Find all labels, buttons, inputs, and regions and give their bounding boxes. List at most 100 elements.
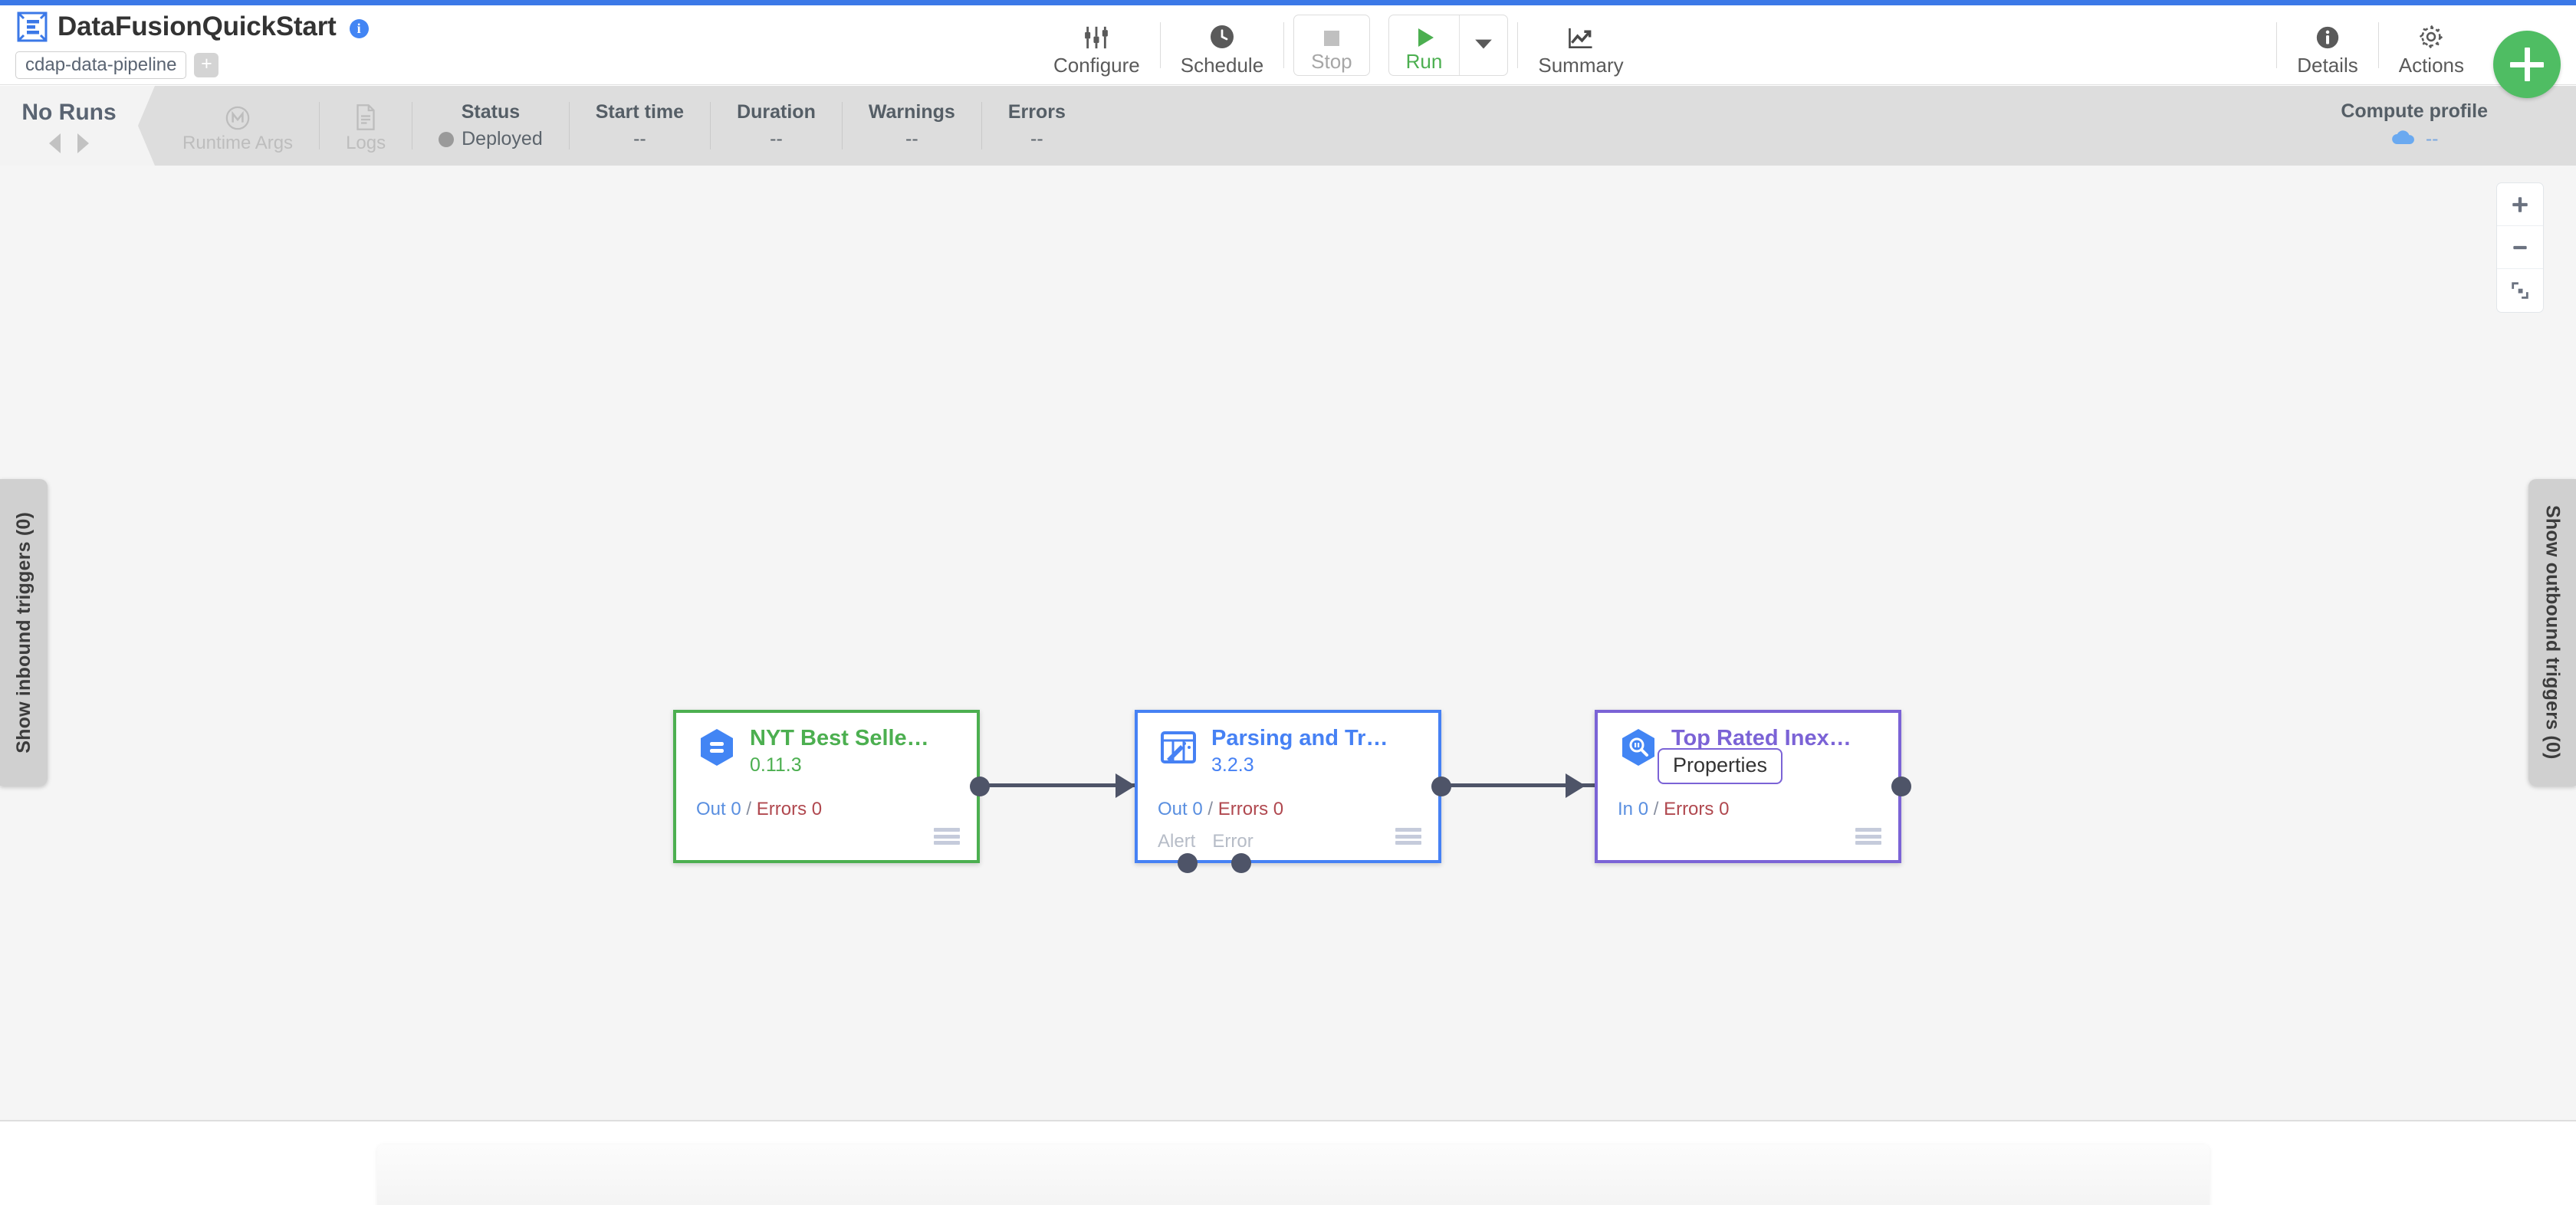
status-field-status: Status Deployed — [412, 86, 569, 166]
status-field-start-time: Start time -- — [570, 86, 710, 166]
wrangler-transform-icon — [1158, 727, 1199, 768]
logs-button[interactable]: Logs — [320, 86, 412, 166]
runs-selector: No Runs — [0, 86, 138, 166]
toolbar-divider — [1517, 22, 1519, 68]
pipeline-node-transform[interactable]: Parsing and Tr… 3.2.3 Out 0 / Errors 0 A… — [1135, 710, 1451, 873]
node-version: 0.11.3 — [750, 754, 802, 777]
clock-icon — [1208, 15, 1236, 51]
status-field-value-wrap: Deployed — [439, 130, 543, 149]
actions-button[interactable]: Actions — [2379, 5, 2484, 85]
pipeline-brand: DataFusionQuickStart i — [17, 11, 369, 42]
run-dropdown-button[interactable] — [1459, 15, 1507, 75]
gear-icon — [2417, 15, 2445, 51]
configure-button[interactable]: Configure — [1033, 5, 1160, 85]
status-divider — [319, 102, 320, 149]
page-title: DataFusionQuickStart — [58, 11, 337, 41]
previous-run-icon[interactable] — [49, 133, 61, 153]
node-errors-value: 0 — [811, 799, 823, 819]
node-port-labels: Alert Error — [1158, 831, 1254, 852]
connection-arrow-icon — [1116, 773, 1135, 798]
stop-label: Stop — [1311, 50, 1352, 73]
actions-label: Actions — [2398, 54, 2464, 77]
connection-line — [1447, 783, 1608, 787]
compute-profile-value-wrap: -- — [2390, 129, 2438, 149]
node-menu-icon[interactable] — [1855, 828, 1881, 845]
inbound-triggers-tab[interactable]: Show inbound triggers (0) — [0, 479, 48, 786]
summary-button[interactable]: Summary — [1518, 5, 1643, 85]
node-out-value: 0 — [731, 799, 741, 819]
title-info-icon[interactable]: i — [349, 18, 369, 38]
connection-line — [985, 783, 1158, 787]
toolbar-actions-group: Configure Schedule Stop — [1033, 5, 1644, 85]
inbound-triggers-label: Show inbound triggers (0) — [12, 511, 34, 754]
node-metrics: Out 0 / Errors 0 — [1158, 799, 1283, 820]
status-badge-dot — [439, 131, 455, 147]
status-divider — [568, 102, 570, 149]
node-errors-label: Errors — [1664, 799, 1714, 819]
add-tag-button[interactable]: + — [194, 53, 219, 78]
status-divider — [710, 102, 711, 149]
schedule-button[interactable]: Schedule — [1161, 5, 1283, 85]
run-status-bar: No Runs Runtime Args — [0, 86, 2576, 166]
details-button[interactable]: Details — [2277, 5, 2377, 85]
stop-button[interactable]: Stop — [1293, 15, 1370, 76]
status-field-value: Deployed — [462, 128, 543, 149]
next-run-icon[interactable] — [77, 133, 89, 153]
line-chart-icon — [1567, 15, 1595, 51]
toolbar-divider — [2377, 22, 2379, 68]
runtime-args-label: Runtime Args — [182, 133, 294, 153]
configure-label: Configure — [1053, 54, 1140, 77]
cloud-icon — [2390, 129, 2417, 149]
outbound-triggers-tab[interactable]: Show outbound triggers (0) — [2528, 479, 2576, 786]
runs-notch — [138, 86, 155, 166]
node-menu-icon[interactable] — [934, 828, 960, 845]
toolbar-divider — [1283, 22, 1285, 68]
runtime-args-button[interactable]: Runtime Args — [156, 86, 319, 166]
start-time-header: Start time — [595, 101, 685, 123]
errors-value: -- — [1030, 128, 1043, 149]
node-menu-icon[interactable] — [1395, 828, 1421, 845]
node-metrics: In 0 / Errors 0 — [1618, 799, 1729, 820]
details-label: Details — [2297, 54, 2358, 77]
info-circle-icon — [2315, 15, 2341, 51]
summary-label: Summary — [1538, 54, 1624, 77]
node-in-value: 0 — [1638, 799, 1649, 819]
top-toolbar: DataFusionQuickStart i cdap-data-pipelin… — [0, 5, 2576, 85]
pipeline-type-badge: cdap-data-pipeline — [15, 51, 187, 80]
run-button-group: Run — [1388, 15, 1509, 76]
errors-header: Errors — [1007, 101, 1066, 123]
play-icon — [1411, 19, 1438, 50]
zoom-out-button[interactable] — [2497, 226, 2543, 269]
toolbar-divider — [1159, 22, 1161, 68]
connection-arrow-icon — [1566, 773, 1585, 798]
node-metrics-sep: / — [1653, 799, 1659, 819]
status-divider — [841, 102, 843, 149]
compute-profile-field[interactable]: Compute profile -- — [2341, 86, 2488, 166]
error-port-label: Error — [1212, 831, 1254, 852]
node-alert-port[interactable] — [1178, 853, 1198, 873]
status-field-errors: Errors -- — [982, 86, 1092, 166]
pipeline-canvas[interactable]: NYT Best Selle… 0.11.3 Out 0 / Errors 0 — [0, 166, 2576, 1121]
run-button[interactable]: Run — [1389, 15, 1460, 75]
add-plugin-fab[interactable] — [2493, 31, 2561, 98]
node-out-label: Out — [696, 799, 726, 819]
node-error-port[interactable] — [1231, 853, 1251, 873]
start-time-value: -- — [633, 128, 646, 149]
status-divider — [981, 102, 982, 149]
node-errors-label: Errors — [756, 799, 807, 819]
fit-to-screen-button[interactable] — [2497, 269, 2543, 312]
node-output-port[interactable] — [1891, 777, 1911, 796]
pipeline-meta-row: cdap-data-pipeline + — [15, 51, 219, 80]
node-out-value: 0 — [1192, 799, 1203, 819]
properties-tooltip[interactable]: Properties — [1658, 748, 1783, 784]
macro-m-icon — [225, 99, 251, 131]
cdap-logo-icon — [17, 11, 48, 42]
pipeline-node-source[interactable]: NYT Best Selle… 0.11.3 Out 0 / Errors 0 — [673, 710, 990, 863]
toolbar-right-group: Details Actions — [2276, 5, 2484, 85]
node-in-label: In — [1618, 799, 1634, 819]
zoom-in-button[interactable] — [2497, 183, 2543, 226]
stop-square-icon — [1320, 19, 1343, 50]
node-title: Top Rated Inex… — [1671, 726, 1852, 750]
pipeline-node-sink[interactable]: Top Rated Inex… Properties In 0 / Errors… — [1595, 710, 1911, 863]
